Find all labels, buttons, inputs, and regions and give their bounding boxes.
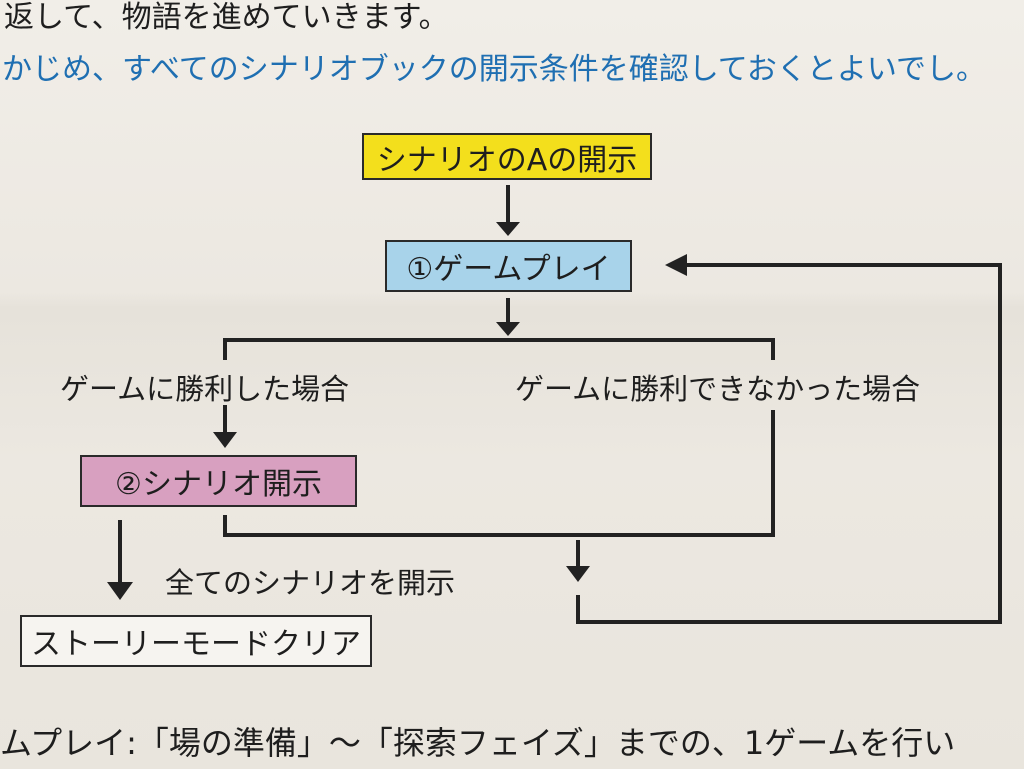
- lose-label: ゲームに勝利できなかった場合: [515, 372, 921, 406]
- start-box: シナリオのAの開示: [362, 133, 652, 180]
- arrowhead: [496, 322, 520, 336]
- arrowhead: [566, 566, 590, 582]
- arrowhead: [665, 254, 687, 276]
- arrowhead: [107, 582, 133, 600]
- game-play-definition: ムプレイ:「場の準備」〜「探索フェイズ」までの、1ゲームを行い: [0, 724, 956, 762]
- loop-back-line: [576, 263, 1002, 624]
- all-open-label: 全てのシナリオを開示: [165, 566, 456, 600]
- win-label: ゲームに勝利した場合: [60, 372, 350, 406]
- note-text: かじめ、すべてのシナリオブックの開示条件を確認しておくとよいでし。: [2, 52, 986, 87]
- lose-merge-line: [223, 410, 775, 537]
- scenario-open-box: ②シナリオ開示: [80, 455, 357, 507]
- arrowhead: [496, 222, 520, 236]
- arrowhead: [213, 432, 237, 448]
- story-clear-box: ストーリーモードクリア: [20, 615, 372, 667]
- game-play-box: ①ゲームプレイ: [385, 240, 632, 292]
- intro-text: 返して、物語を進めていきます。: [4, 0, 449, 35]
- branch-line: [223, 338, 775, 360]
